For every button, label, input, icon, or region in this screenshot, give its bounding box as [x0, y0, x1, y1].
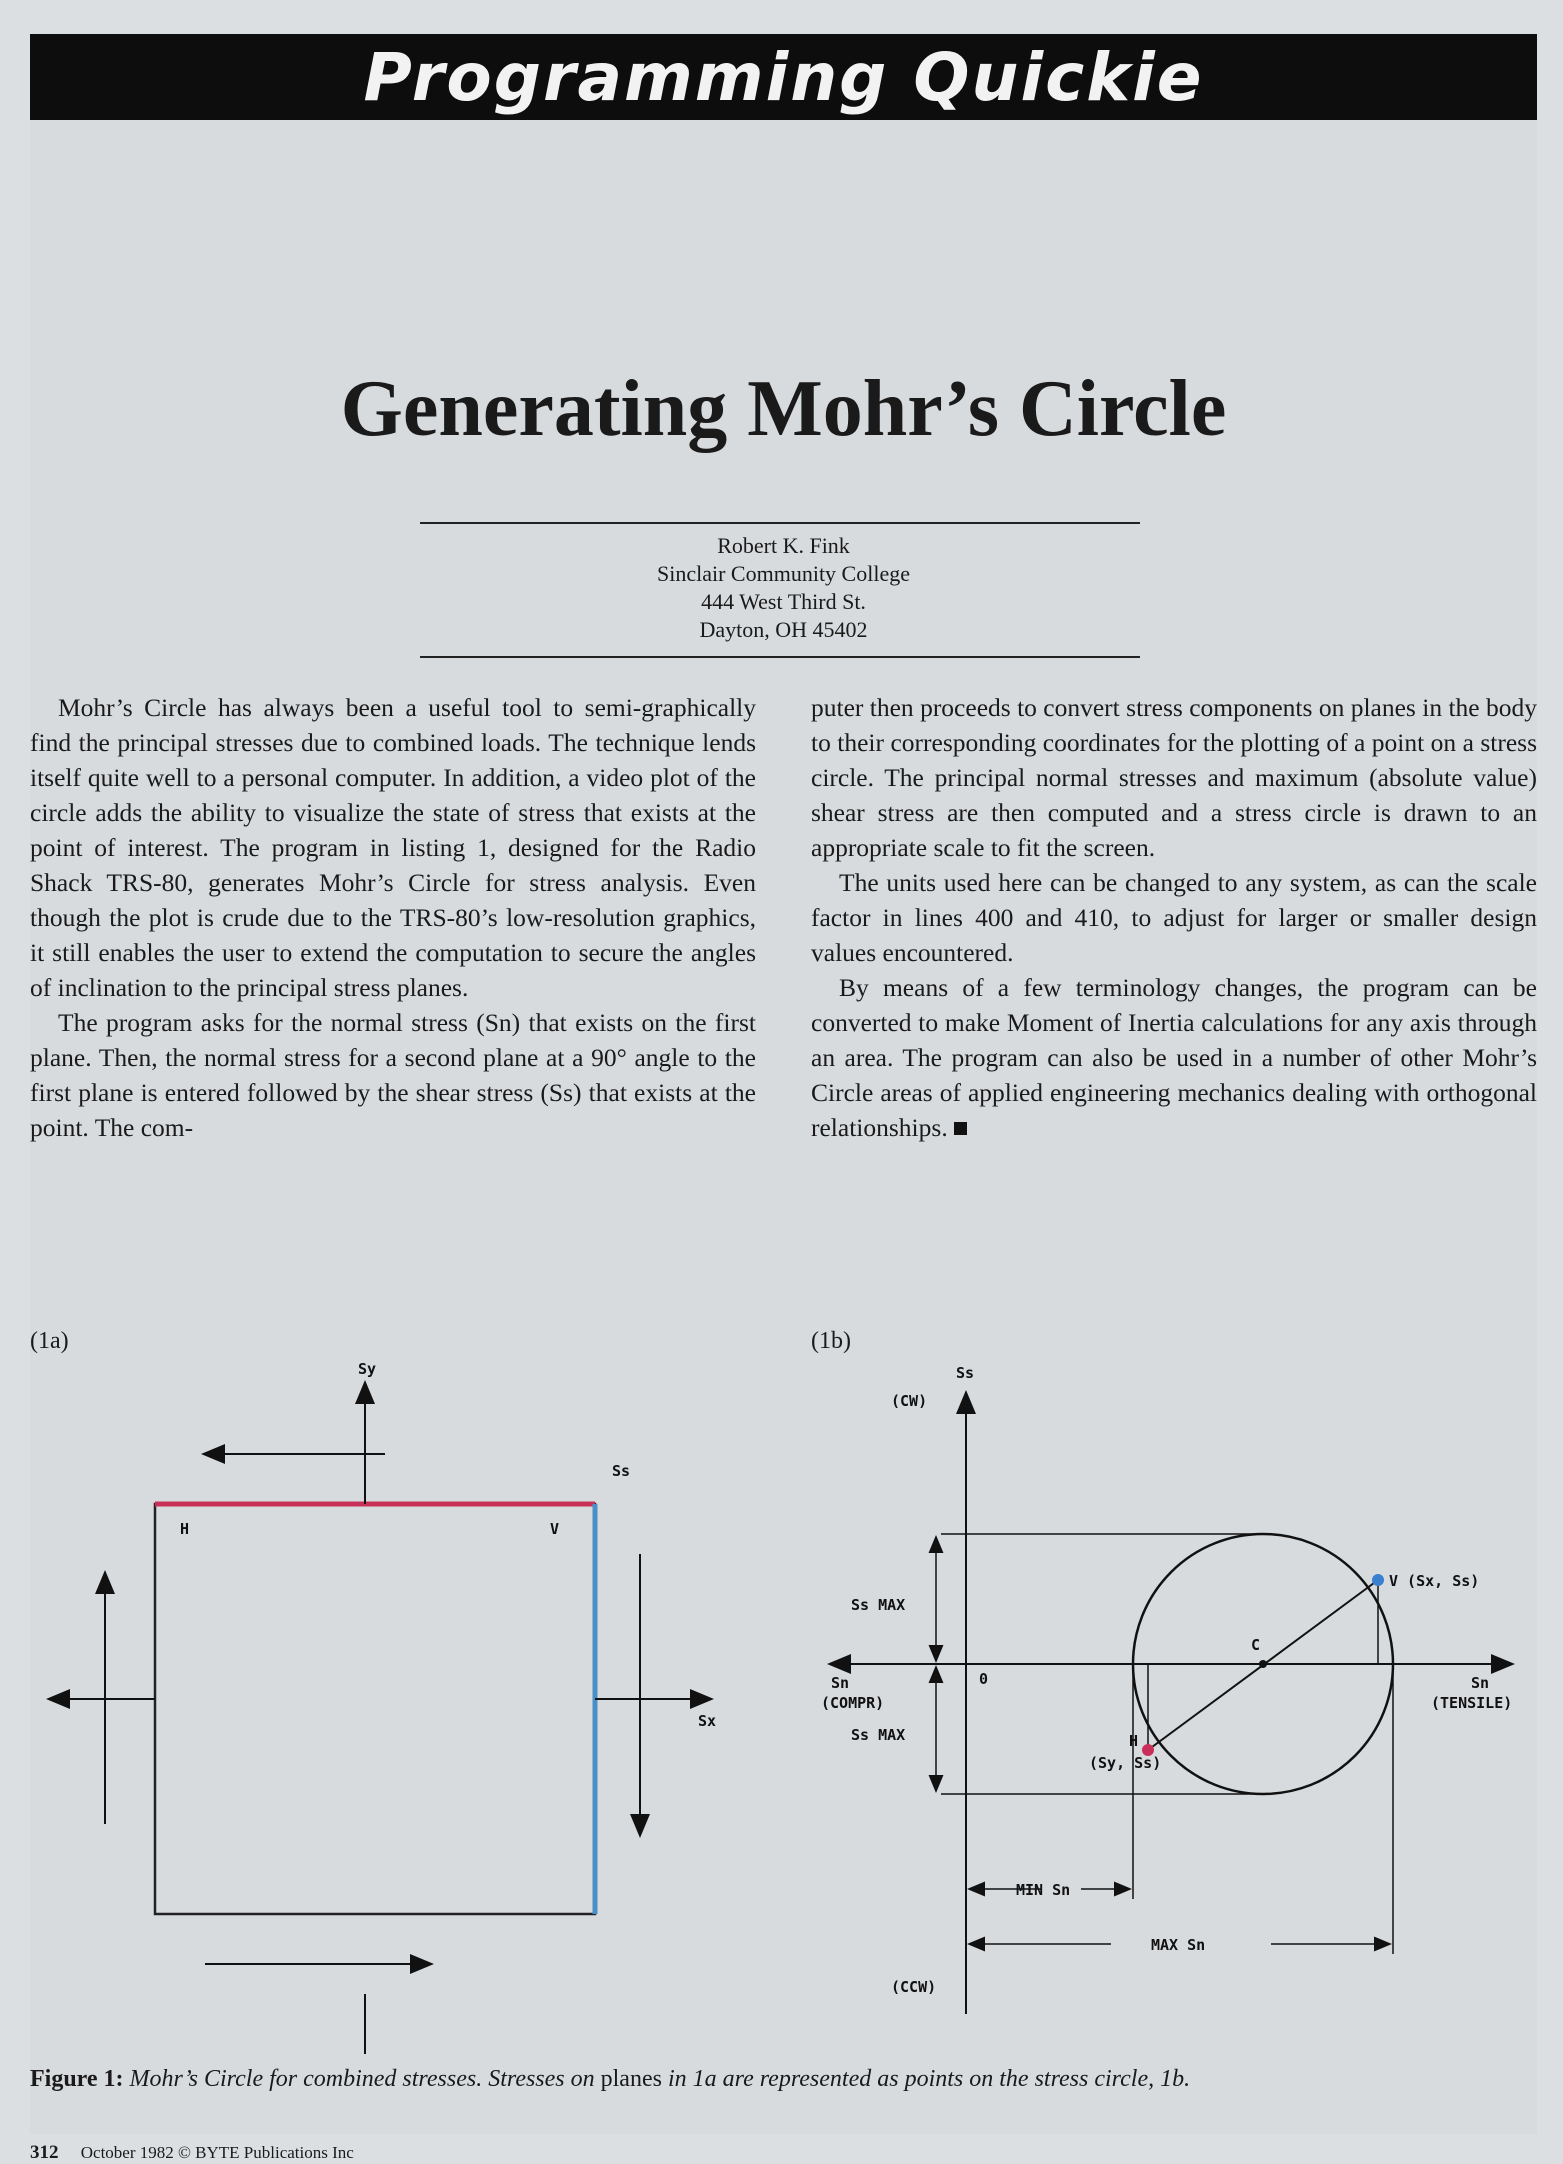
- caption-label: Figure 1:: [30, 2066, 124, 2092]
- byline-top-rule: [420, 522, 1140, 524]
- author-name: Robert K. Fink: [717, 533, 850, 558]
- byline: Robert K. Fink Sinclair Community Colleg…: [30, 532, 1537, 644]
- figure-1b-mohrs-circle: Ss (CW) (CCW) V (Sx, Ss) C 0 H (Sy, Ss) …: [821, 1364, 1515, 2014]
- paragraph-text: By means of a few terminology changes, t…: [811, 973, 1537, 1142]
- footer-line: October 1982 © BYTE Publications Inc: [80, 2143, 354, 2162]
- ss-axis-label: Ss: [956, 1364, 974, 1382]
- byline-bottom-rule: [420, 656, 1140, 658]
- max-sn-label: MAX Sn: [1151, 1936, 1205, 1954]
- center-label: C: [1251, 1636, 1260, 1654]
- address-line-2: Dayton, OH 45402: [699, 617, 868, 642]
- figure-1a-label: (1a): [30, 1328, 69, 1354]
- caption-text-3: in 1a are represented as points on the s…: [667, 2066, 1191, 2092]
- v-label: V: [550, 1520, 559, 1538]
- h-label: H: [180, 1520, 189, 1538]
- paragraph: puter then proceeds to convert stress co…: [811, 693, 1537, 862]
- caption-text-1: Mohr’s Circle for combined stresses. Str…: [129, 2066, 595, 2092]
- figure-1b-label: (1b): [811, 1328, 851, 1354]
- section-banner: Programming Quickie: [30, 34, 1537, 120]
- origin-label: 0: [979, 1670, 988, 1688]
- end-mark-icon: [953, 1122, 967, 1135]
- paragraph: Mohr’s Circle has always been a useful t…: [30, 693, 756, 1002]
- figure-caption: Figure 1: Mohr’s Circle for combined str…: [30, 2066, 1537, 2093]
- article-title: Generating Mohr’s Circle: [340, 365, 1227, 453]
- sn-compr-label: Sn: [831, 1674, 849, 1692]
- compr-label: (COMPR): [821, 1694, 884, 1712]
- cw-label: (CW): [891, 1392, 927, 1410]
- ss-max-bottom-label: Ss MAX: [851, 1726, 905, 1744]
- h-point-dot: [1142, 1744, 1154, 1756]
- sn-tensile-label: Sn: [1471, 1674, 1489, 1692]
- paragraph: By means of a few terminology changes, t…: [811, 970, 1537, 1145]
- ss-max-top-label: Ss MAX: [851, 1596, 905, 1614]
- figure-1a-stress-element: Sy Ss H V Sx: [46, 1360, 716, 2054]
- ccw-label: (CCW): [891, 1978, 936, 1996]
- sx-label: Sx: [698, 1712, 716, 1730]
- v-point-label: V (Sx, Ss): [1389, 1572, 1479, 1590]
- ss-label: Ss: [612, 1462, 630, 1480]
- paragraph: The program asks for the normal stress (…: [30, 1008, 756, 1142]
- h-point-label: H: [1129, 1732, 1138, 1750]
- author-affiliation: Sinclair Community College: [657, 561, 910, 586]
- sy-label: Sy: [358, 1360, 376, 1378]
- tensile-label: (TENSILE): [1431, 1694, 1512, 1712]
- body-column-left: Mohr’s Circle has always been a useful t…: [30, 690, 756, 1145]
- center-dot: [1259, 1660, 1267, 1668]
- magazine-page: Programming Quickie Generating Mohr’s Ci…: [30, 34, 1537, 2163]
- element-box: [153, 1502, 597, 1916]
- caption-text-2: planes: [600, 2066, 662, 2092]
- page-number: 312: [30, 2142, 59, 2163]
- body-column-right: puter then proceeds to convert stress co…: [811, 690, 1537, 1145]
- page-footer: 312 October 1982 © BYTE Publications Inc: [30, 2142, 354, 2164]
- h-coords-label: (Sy, Ss): [1089, 1754, 1161, 1772]
- min-sn-label: MIN Sn: [1016, 1881, 1070, 1899]
- banner-title: Programming Quickie: [363, 38, 1204, 116]
- paragraph: The units used here can be changed to an…: [811, 868, 1537, 967]
- address-line-1: 444 West Third St.: [701, 589, 866, 614]
- v-point-dot: [1372, 1574, 1384, 1586]
